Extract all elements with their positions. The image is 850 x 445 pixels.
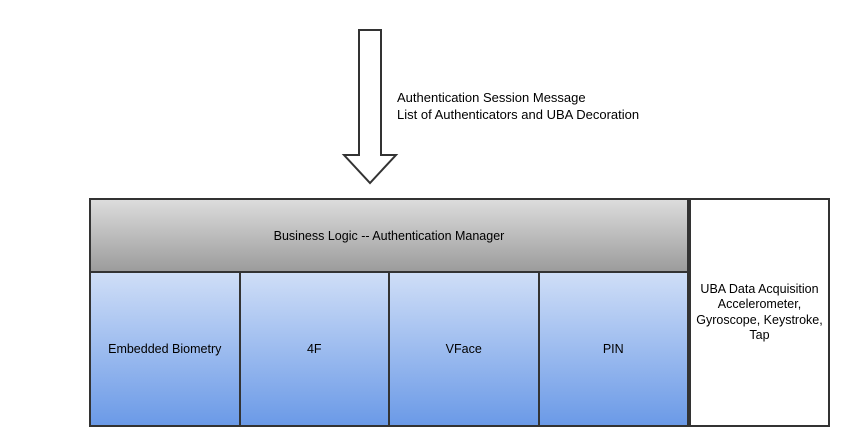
uba-label-line-2: Accelerometer, [717,297,802,311]
business-logic-label: Business Logic -- Authentication Manager [273,228,505,243]
authenticator-label: VFace [445,342,482,356]
uba-label-line-1: UBA Data Acquisition [700,281,819,296]
authenticator-label: PIN [602,342,624,356]
annotation-line-1: Authentication Session Message [397,90,586,105]
uba-label: UBA Data Acquisition Accelerometer, Gyro… [696,282,822,344]
uba-label-line-3: Gyroscope, Keystroke, [696,312,823,327]
authenticator-box-vface: VFace [388,273,538,425]
uba-label-line-4: Tap [749,328,770,342]
authenticator-box-4f: 4F [238,273,388,425]
authenticator-label: Embedded Biometry [108,342,222,356]
annotation-line-2: List of Authenticators and UBA Decoratio… [397,107,640,122]
authenticator-box-embedded-biometry: Embedded Biometry [91,273,239,425]
authenticator-box-pin: PIN [537,273,687,425]
down-arrow-icon [341,29,399,185]
business-logic-box: Business Logic -- Authentication Manager [91,200,687,273]
uba-data-acquisition-box: UBA Data Acquisition Accelerometer, Gyro… [689,198,830,427]
authenticator-label: 4F [306,342,322,356]
arrow-annotation: Authentication Session Message List of A… [397,89,639,123]
authenticators-row: Embedded Biometry 4F VFace PIN [91,273,687,425]
authentication-manager-group: Business Logic -- Authentication Manager… [89,198,689,427]
